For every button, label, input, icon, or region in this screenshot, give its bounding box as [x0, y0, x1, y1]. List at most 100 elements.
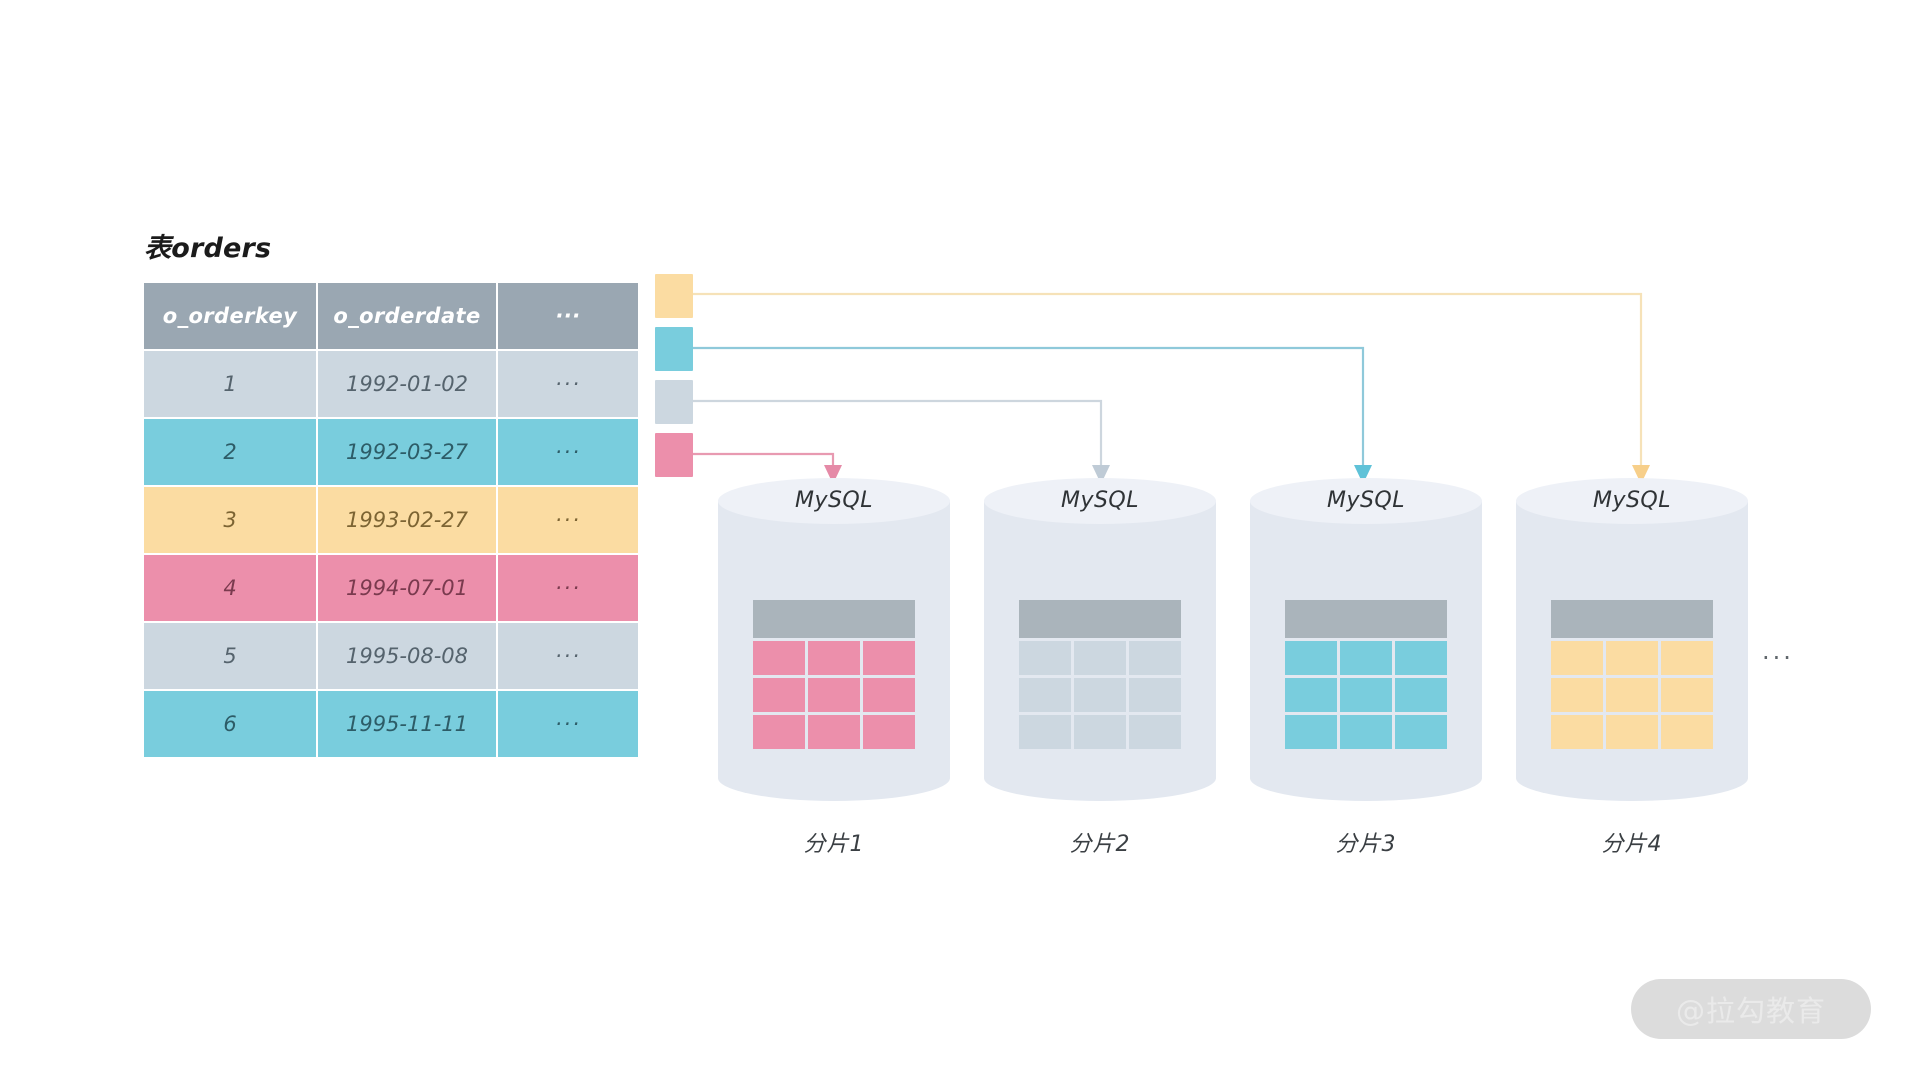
legend-swatch-grey: [655, 380, 693, 424]
page-title: 表orders: [144, 233, 272, 264]
mini-cell: [1019, 641, 1071, 675]
mini-table-header: [1285, 600, 1447, 638]
shard-mini-table: [1285, 600, 1447, 752]
shard-2: MySQL 分片2: [984, 478, 1216, 858]
mini-cell: [1285, 641, 1337, 675]
cell-orderdate: 1995-08-08: [318, 623, 496, 689]
table-row: 4 1994-07-01 ···: [144, 555, 638, 621]
cell-orderdate: 1994-07-01: [318, 555, 496, 621]
mini-table-row: [1019, 641, 1181, 675]
cell-orderkey: 5: [144, 623, 316, 689]
mini-table-row: [1285, 641, 1447, 675]
mini-cell: [1661, 641, 1713, 675]
mini-cell: [1551, 678, 1603, 712]
mini-table-row: [753, 641, 915, 675]
cell-more: ···: [498, 351, 638, 417]
mini-cell: [808, 678, 860, 712]
mini-cell: [863, 678, 915, 712]
cell-orderkey: 3: [144, 487, 316, 553]
database-cylinder: MySQL: [718, 478, 950, 801]
mini-table-row: [1019, 678, 1181, 712]
cylinder-top: [1516, 478, 1748, 524]
table-row: 6 1995-11-11 ···: [144, 691, 638, 757]
shard-mini-table: [753, 600, 915, 752]
cell-orderdate: 1993-02-27: [318, 487, 496, 553]
mini-table-row: [1019, 715, 1181, 749]
database-label: MySQL: [1326, 488, 1406, 513]
column-header-orderkey: o_orderkey: [144, 283, 316, 349]
mini-cell: [1395, 678, 1447, 712]
database-label: MySQL: [1060, 488, 1140, 513]
mini-cell: [1019, 715, 1071, 749]
mini-cell: [753, 641, 805, 675]
orders-table: o_orderkey o_orderdate ··· 1 1992-01-02 …: [142, 281, 640, 759]
shard-mini-table: [1019, 600, 1181, 752]
database-cylinder: MySQL: [1516, 478, 1748, 801]
mini-table-header: [1551, 600, 1713, 638]
mini-cell: [1606, 641, 1658, 675]
mini-table-row: [1285, 715, 1447, 749]
mini-cell: [753, 678, 805, 712]
mini-table-row: [753, 678, 915, 712]
source-table-block: 表orders o_orderkey o_orderdate ··· 1 199…: [142, 226, 638, 759]
cell-more: ···: [498, 487, 638, 553]
mini-cell: [1285, 715, 1337, 749]
mini-cell: [863, 641, 915, 675]
cell-orderdate: 1992-03-27: [318, 419, 496, 485]
cell-orderkey: 2: [144, 419, 316, 485]
mini-table-header: [753, 600, 915, 638]
mini-cell: [1074, 641, 1126, 675]
connector-grey: [693, 399, 1103, 466]
more-shards-ellipsis: ···: [1762, 644, 1794, 672]
shard-3: MySQL 分片3: [1250, 478, 1482, 858]
mini-table-row: [1551, 678, 1713, 712]
cell-orderkey: 1: [144, 351, 316, 417]
legend-swatch-yellow: [655, 274, 693, 318]
database-label: MySQL: [1592, 488, 1672, 513]
table-header-row: o_orderkey o_orderdate ···: [144, 283, 638, 349]
database-label: MySQL: [794, 488, 874, 513]
mini-cell: [863, 715, 915, 749]
mini-cell: [1395, 715, 1447, 749]
mini-table-row: [1551, 641, 1713, 675]
connector-pink: [693, 452, 835, 466]
mini-cell: [1606, 678, 1658, 712]
cylinder-top: [1250, 478, 1482, 524]
connector-cyan: [693, 346, 1365, 466]
mini-cell: [1340, 715, 1392, 749]
mini-cell: [1340, 641, 1392, 675]
cell-more: ···: [498, 623, 638, 689]
table-row: 5 1995-08-08 ···: [144, 623, 638, 689]
mini-table-row: [1285, 678, 1447, 712]
cell-more: ···: [498, 691, 638, 757]
shard-label: 分片3: [1335, 832, 1397, 857]
mini-cell: [1019, 678, 1071, 712]
cylinder-top: [718, 478, 950, 524]
cell-orderdate: 1995-11-11: [318, 691, 496, 757]
column-header-orderdate: o_orderdate: [318, 283, 496, 349]
mini-cell: [1661, 715, 1713, 749]
mini-cell: [1074, 715, 1126, 749]
cylinder-top: [984, 478, 1216, 524]
mini-cell: [1285, 678, 1337, 712]
mini-cell: [1129, 715, 1181, 749]
cell-orderkey: 4: [144, 555, 316, 621]
shard-label: 分片2: [1069, 832, 1131, 857]
legend-swatch-cyan: [655, 327, 693, 371]
cell-more: ···: [498, 555, 638, 621]
database-cylinder: MySQL: [984, 478, 1216, 801]
mini-cell: [1129, 678, 1181, 712]
cell-more: ···: [498, 419, 638, 485]
mini-table-header: [1019, 600, 1181, 638]
mini-cell: [1395, 641, 1447, 675]
database-cylinder: MySQL: [1250, 478, 1482, 801]
mini-cell: [1551, 715, 1603, 749]
mini-cell: [808, 715, 860, 749]
mini-table-row: [1551, 715, 1713, 749]
connector-yellow: [693, 292, 1643, 466]
shard-label: 分片1: [803, 832, 865, 857]
cell-orderdate: 1992-01-02: [318, 351, 496, 417]
watermark: @拉勾教育: [1631, 979, 1871, 1039]
mini-table-row: [753, 715, 915, 749]
